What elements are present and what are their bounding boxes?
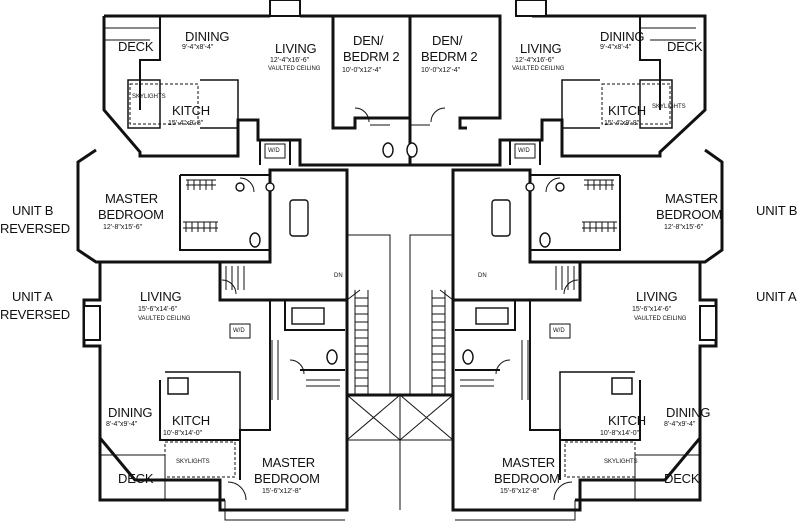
bath-fixtures bbox=[235, 142, 565, 365]
master-dims: 12'-8"x15'-6" bbox=[103, 224, 143, 231]
living-label: LIVING bbox=[275, 41, 317, 56]
master-dims: 15'-6"x12'-8" bbox=[262, 488, 302, 495]
closet-rods bbox=[183, 124, 617, 400]
kitch-dims: 10'-8"x14'-0" bbox=[163, 430, 203, 437]
dn-label: DN bbox=[334, 273, 343, 279]
master-label: MASTER bbox=[105, 191, 158, 206]
dining-label: DINING bbox=[600, 29, 645, 44]
den-label: DEN/ bbox=[432, 33, 463, 48]
wd-boxes bbox=[229, 143, 571, 339]
wd-label: W/D bbox=[553, 328, 565, 334]
bedroom-label: BEDROOM bbox=[254, 471, 320, 486]
master-dims: 15'-6"x12'-8" bbox=[500, 488, 540, 495]
wd-label: W/D bbox=[233, 328, 245, 334]
fireplace-top-right bbox=[515, 0, 547, 17]
door-swings bbox=[221, 107, 579, 501]
skylights-note: SKYLIGHTS bbox=[652, 104, 686, 110]
dining-label: DINING bbox=[185, 29, 230, 44]
living-label: LIVING bbox=[520, 41, 562, 56]
bedroom-label: BEDROOM bbox=[656, 207, 722, 222]
deck-label: DECK bbox=[118, 39, 154, 54]
bedrm2-label: BEDRM 2 bbox=[343, 49, 400, 64]
unit-a-reversed-label-line2: REVERSED bbox=[0, 307, 70, 322]
vaulted-ceiling-note: VAULTED CEILING bbox=[268, 66, 321, 72]
master-label: MASTER bbox=[502, 455, 555, 470]
master-dims: 12'-8"x15'-6" bbox=[664, 224, 704, 231]
bedroom-label: BEDROOM bbox=[494, 471, 560, 486]
dining-dims: 9'-4"x8'-4" bbox=[182, 44, 214, 51]
bedrm2-label: BEDRM 2 bbox=[421, 49, 478, 64]
master-label: MASTER bbox=[262, 455, 315, 470]
skylights-note: SKYLIGHTS bbox=[604, 459, 638, 465]
deck-label: DECK bbox=[118, 471, 154, 486]
deck-label: DECK bbox=[667, 39, 703, 54]
unit-b-reversed-label-line2: REVERSED bbox=[0, 221, 70, 236]
stairs bbox=[346, 170, 454, 510]
dining-label: DINING bbox=[666, 405, 711, 420]
kitchen-counters bbox=[127, 79, 673, 430]
kitch-label: KITCH bbox=[172, 103, 211, 118]
interior-walls bbox=[139, 16, 661, 480]
vaulted-ceiling-note: VAULTED CEILING bbox=[634, 316, 687, 322]
den-dims: 10'-0"x12'-4" bbox=[342, 67, 382, 74]
fireplace-bottom-left bbox=[83, 305, 101, 341]
unit-a-reversed-label-line1: UNIT A bbox=[12, 289, 53, 304]
living-dims: 15'-6"x14'-6" bbox=[138, 306, 178, 313]
kitch-dims: 15'-4"x9'-8" bbox=[604, 120, 640, 127]
bedroom-label: BEDROOM bbox=[98, 207, 164, 222]
deck-label: DECK bbox=[664, 471, 700, 486]
dining-dims: 9'-4"x8'-4" bbox=[600, 44, 632, 51]
kitch-dims: 10'-8"x14'-0" bbox=[600, 430, 640, 437]
unit-b-label: UNIT B bbox=[756, 203, 798, 218]
den-dims: 10'-0"x12'-4" bbox=[421, 67, 461, 74]
unit-a-label: UNIT A bbox=[756, 289, 797, 304]
skylights-note: SKYLIGHTS bbox=[176, 459, 210, 465]
decks bbox=[100, 27, 700, 521]
fireplace-bottom-right bbox=[699, 305, 717, 341]
wd-label: W/D bbox=[268, 148, 280, 154]
kitch-label: KITCH bbox=[172, 413, 211, 428]
living-dims: 15'-6"x14'-6" bbox=[632, 306, 672, 313]
kitch-label: KITCH bbox=[608, 413, 647, 428]
vaulted-ceiling-note: VAULTED CEILING bbox=[138, 316, 191, 322]
wd-label: W/D bbox=[518, 148, 530, 154]
kitch-label: KITCH bbox=[608, 103, 647, 118]
living-label: LIVING bbox=[636, 289, 678, 304]
master-label: MASTER bbox=[665, 191, 718, 206]
skylights-note: SKYLIGHTS bbox=[132, 94, 166, 100]
kitch-dims: 15'-4"x9'-8" bbox=[168, 120, 204, 127]
living-dims: 12'-4"x16'-6" bbox=[515, 57, 555, 64]
den-label: DEN/ bbox=[353, 33, 384, 48]
living-label: LIVING bbox=[140, 289, 182, 304]
dining-dims: 8'-4"x9'-4" bbox=[106, 421, 138, 428]
dining-label: DINING bbox=[108, 405, 153, 420]
living-dims: 12'-4"x16'-6" bbox=[270, 57, 310, 64]
vaulted-ceiling-note: VAULTED CEILING bbox=[512, 66, 565, 72]
dn-label: DN bbox=[478, 273, 487, 279]
unit-b-reversed-label-line1: UNIT B bbox=[12, 203, 54, 218]
fireplace-group bbox=[83, 0, 717, 341]
dining-dims: 8'-4"x9'-4" bbox=[664, 421, 696, 428]
fireplace-top-left bbox=[269, 0, 301, 17]
